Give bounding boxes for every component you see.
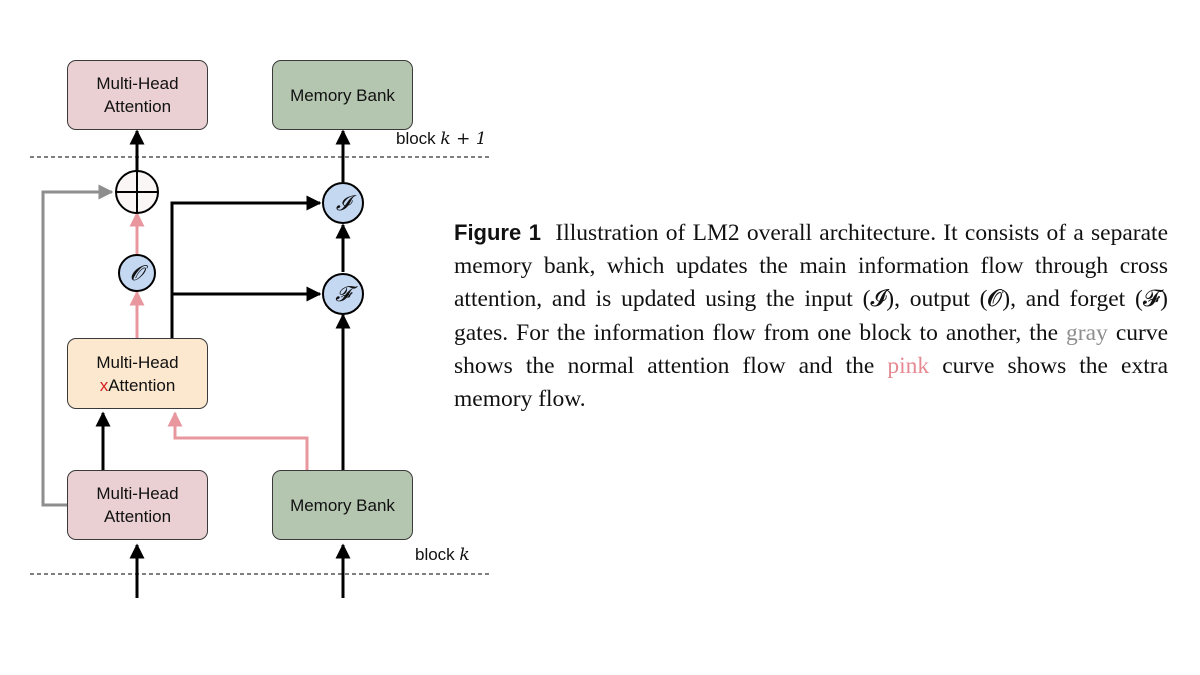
multi-head-xattention-box: Multi-Head xAttention [67,338,208,409]
output-gate-circle [118,254,156,292]
caption-gray-word: gray [1066,319,1108,346]
output-gate-symbol: 𝓞 [130,260,144,285]
caption-sym-i: 𝓘 [870,286,887,313]
caption-pink-word: pink [887,352,930,379]
caption-part6: curve shows the extra memory flow. [454,352,1169,413]
caption-part1: Illustration of LM2 overall architecture… [454,220,1169,313]
xattention-line2: xAttention [100,374,176,397]
xattention-rest: Attention [108,375,176,395]
input-gate-circle [322,182,364,224]
bottom-attention-line1: Multi-Head [96,484,179,503]
top-attention-line2: Attention [103,97,172,116]
figure-caption: Figure 1 Illustration of LM2 overall arc… [454,216,1168,416]
top-memory-bank-box: Memory Bank [272,60,413,130]
bottom-attention-line2: Attention [103,507,172,526]
caption-sym-o: 𝓞 [987,286,1003,313]
top-memory-label: Memory Bank [290,85,395,105]
input-gate-symbol: 𝓘 [335,190,351,215]
bottom-multi-head-attention-box: Multi-Head Attention [67,470,208,540]
caption-part3: ), and forget ( [1002,286,1143,313]
xattention-to-input-gate-arrow [170,195,322,338]
caption-part4: ) gates. For the information flow from o… [454,286,1168,346]
top-multi-head-attention-box: Multi-Head Attention [67,60,208,130]
top-block-label: block k + 1 [396,129,487,149]
forget-gate-symbol: 𝓕 [335,281,351,306]
pink-memory-flow [167,411,309,470]
bottom-block-label: block k [415,545,470,565]
top-attention-line1: Multi-Head [96,74,179,93]
bottom-block-math: k [459,545,470,565]
figure-label: Figure 1 [454,220,541,245]
caption-part2: ), output ( [886,286,988,313]
top-block-math: k + 1 [440,129,487,149]
xattention-line1: Multi-Head [96,352,179,372]
caption-part5: curve shows the normal attention flow an… [454,319,1169,379]
gray-residual-flow [41,184,114,507]
bottom-memory-label: Memory Bank [290,495,395,515]
bottom-memory-bank-box: Memory Bank [272,470,413,540]
forget-gate-circle [322,273,364,315]
xattention-x-mark: x [99,375,109,395]
bottom-block-prefix: block [415,545,460,564]
caption-sym-f: 𝓕 [1142,286,1161,313]
residual-add-icon [115,170,159,214]
top-block-prefix: block [396,129,441,148]
